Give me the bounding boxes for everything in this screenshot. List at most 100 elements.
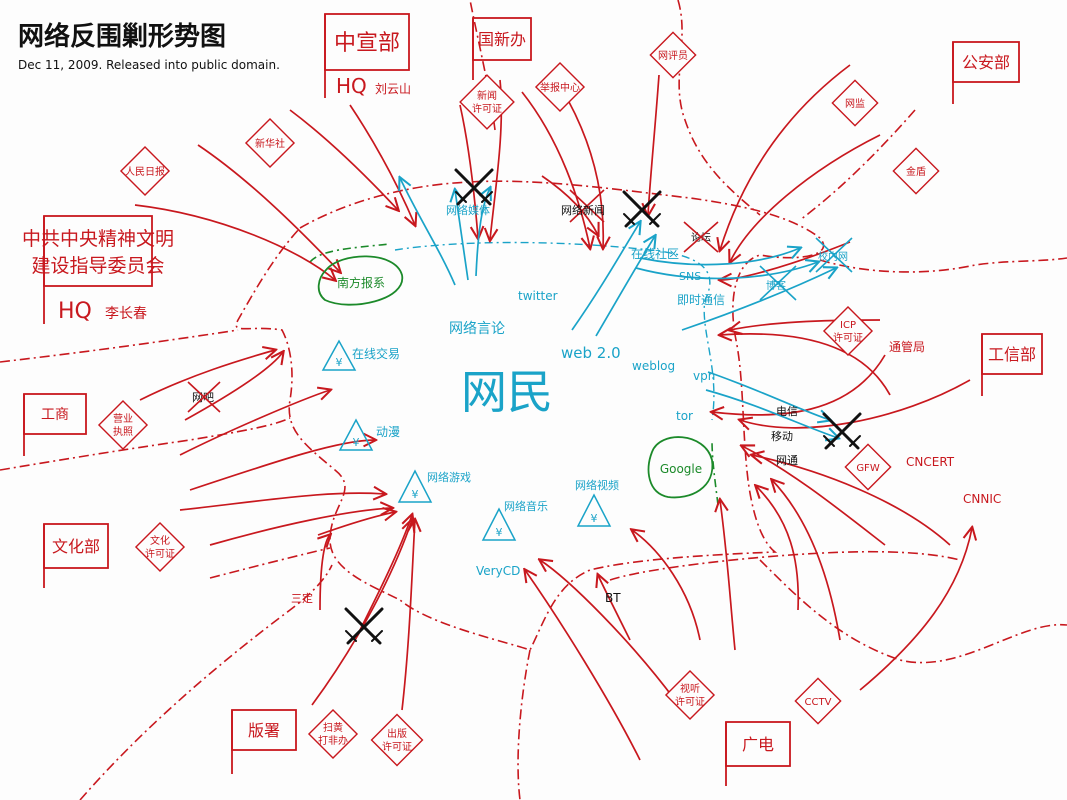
yuan-icon: ¥	[412, 488, 419, 501]
diamond-gfw-label: GFW	[856, 463, 880, 474]
arrow	[349, 104, 415, 225]
arrow	[752, 455, 951, 546]
black-labels: 网络新闻 电信 移动 网通	[561, 203, 798, 467]
crossed-items: 网络媒体 论坛 网吧 博客 校内网 BT	[187, 189, 853, 605]
diamond-police-net: 网监	[831, 79, 879, 127]
yuan-online-music: ¥ 网络音乐	[481, 499, 548, 541]
arrow	[134, 204, 335, 280]
border-bottom-4	[759, 559, 1067, 664]
arrow	[859, 528, 972, 691]
diamond-golden-shield-label: 金盾	[906, 165, 926, 178]
label-vpn: vpn	[693, 369, 715, 383]
arrow	[401, 520, 415, 711]
arrow	[197, 144, 340, 272]
flag-propaganda-label: 中宣部	[334, 31, 400, 56]
arrow	[400, 178, 456, 286]
border-bottom-2	[517, 649, 531, 800]
diamond-culture-license-line1: 文化	[150, 534, 170, 547]
diamond-culture-license: 文化 许可证	[134, 521, 186, 573]
green-labels: 南方报系 Google	[317, 255, 714, 499]
arrow	[540, 560, 676, 701]
arrow	[571, 222, 640, 331]
blue-labels: 网民 twitter 网络言论 web 2.0 在线社区 SNS 即时通信 we…	[449, 246, 725, 578]
border-top-2	[677, 0, 761, 216]
crossed-swords-icon	[454, 168, 494, 206]
diamond-icp: ICP 许可证	[822, 305, 874, 357]
arrow	[635, 262, 818, 280]
arrow	[639, 248, 800, 266]
diamond-report-center: 举报中心	[534, 61, 586, 113]
red-arrows	[134, 64, 972, 761]
flag-aic-label: 工商	[41, 407, 69, 423]
arrow	[598, 575, 631, 641]
arrow	[720, 241, 851, 280]
arrow	[720, 500, 736, 651]
label-telecom: 电信	[776, 405, 798, 418]
civilization-hq-person: 李长春	[105, 306, 147, 322]
label-net-media: 网络媒体	[446, 203, 490, 217]
yuan-online-game: ¥ 网络游戏	[397, 469, 471, 503]
crossed-swords-icon	[344, 607, 384, 645]
yuan-icon: ¥	[591, 512, 598, 525]
arrow	[720, 64, 851, 250]
border-right-1	[819, 257, 1067, 273]
yuan-items: ¥ 在线交易 ¥ 动漫 ¥ 网络游戏 ¥ 网络音乐 ¥ 网络视频	[321, 339, 619, 541]
diamond-publishing-license-line2: 许可证	[382, 741, 412, 753]
diamond-commentator-label: 网评员	[658, 50, 688, 62]
flag-police-label: 公安部	[962, 53, 1010, 72]
label-cncert: CNCERT	[906, 455, 955, 469]
arrow	[179, 493, 385, 511]
arrow	[567, 99, 603, 248]
page-title: 网络反围剿形势图	[18, 22, 227, 52]
border-top-3	[799, 109, 916, 221]
arrow	[320, 535, 330, 611]
arrow	[595, 236, 655, 337]
flag-press-label: 版署	[248, 721, 280, 740]
crossed-net-cafe: 网吧	[187, 381, 221, 413]
diamond-publishing-license-line1: 出版	[387, 727, 407, 740]
page-subtitle: Dec 11, 2009. Released into public domai…	[18, 58, 280, 72]
label-online-community: 在线社区	[631, 246, 679, 261]
label-net-news: 网络新闻	[561, 203, 605, 217]
agency-flags: 中宣部 HQ 刘云山 国新办 公安部 中共中央精神文明 建设指导委员会 HQ 李…	[22, 13, 1043, 786]
arrow	[189, 440, 375, 491]
crossed-swords-icon	[822, 412, 862, 450]
flag-culture-label: 文化部	[52, 537, 100, 556]
arrow	[705, 389, 838, 438]
inner-ring	[394, 241, 715, 421]
flag-sco-label: 国新办	[478, 30, 526, 49]
yuan-icon: ¥	[353, 436, 360, 449]
diamond-antiporn: 扫黄 打非办	[307, 708, 359, 760]
arrow	[209, 508, 392, 546]
yuan-icon: ¥	[496, 526, 503, 539]
arrow	[772, 480, 841, 641]
label-online-trade: 在线交易	[352, 346, 400, 361]
arrow	[707, 371, 830, 420]
diamond-xinhua-label: 新华社	[255, 137, 285, 150]
crossed-swords	[344, 168, 862, 645]
border-left-3	[209, 547, 331, 579]
label-online-game: 网络游戏	[427, 470, 471, 484]
arrow	[730, 134, 881, 262]
label-southern: 南方报系	[337, 275, 385, 290]
diamond-business-license: 营业 执照	[97, 399, 149, 451]
border-left-2	[0, 417, 291, 471]
yuan-online-trade: ¥ 在线交易	[321, 339, 400, 371]
flag-civilization-line1: 中共中央精神文明	[22, 228, 174, 250]
label-im: 即时通信	[677, 293, 725, 307]
diamond-antiporn-line1: 扫黄	[323, 721, 343, 734]
arrow	[455, 190, 469, 281]
arrow	[311, 520, 412, 706]
diamond-av-license: 视听 许可证	[664, 669, 716, 721]
arrow	[521, 91, 590, 248]
flag-culture: 文化部	[43, 523, 109, 588]
label-tor: tor	[676, 409, 693, 423]
flag-miit: 工信部	[981, 333, 1043, 396]
flag-police: 公安部	[952, 41, 1020, 104]
crossed-forum: 论坛	[683, 221, 719, 253]
label-twitter: twitter	[518, 289, 558, 303]
diamond-news-license-line2: 许可证	[472, 103, 502, 115]
arrow	[742, 446, 886, 546]
